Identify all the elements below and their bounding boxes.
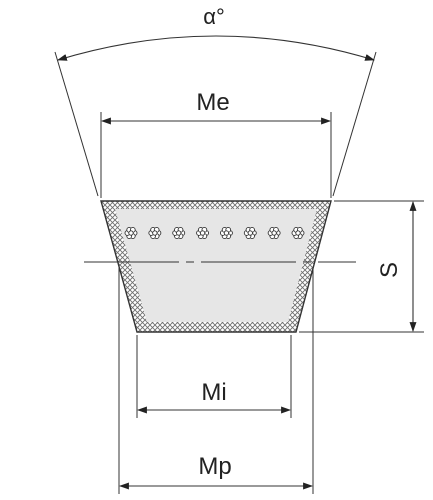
belt-inner-core	[115, 209, 317, 322]
tension-cords-row	[124, 227, 305, 239]
flower-cord-icon	[267, 227, 281, 239]
angle-extension-left	[54, 51, 99, 197]
angle-arc	[57, 35, 375, 61]
mp-label: Mp	[198, 453, 231, 480]
flower-cord-icon	[243, 227, 257, 239]
angle-extension-right	[332, 51, 377, 197]
flower-cord-icon	[148, 227, 162, 239]
flower-cord-icon	[196, 227, 210, 239]
mi-label: Mi	[201, 379, 226, 406]
s-label: S	[376, 262, 403, 278]
flower-cord-icon	[124, 227, 138, 239]
flower-cord-icon	[291, 227, 305, 239]
angle-label: α°	[203, 4, 225, 29]
flower-cord-icon	[172, 227, 186, 239]
flower-cord-icon	[219, 227, 233, 239]
me-label: Me	[196, 89, 229, 116]
